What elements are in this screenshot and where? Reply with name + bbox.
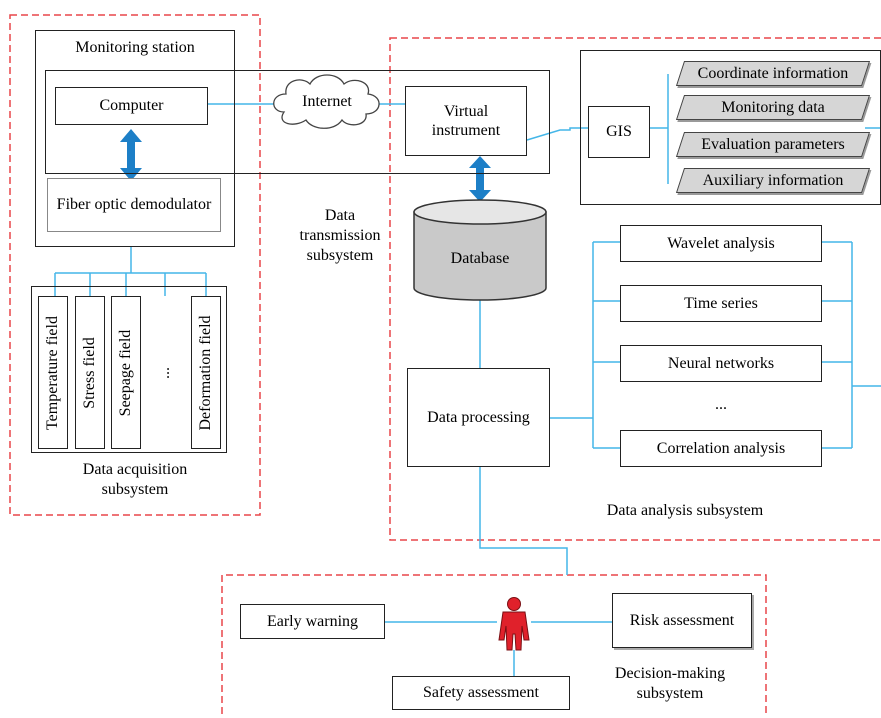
- more-fields-ellipsis: ...: [150, 296, 180, 449]
- safety-assessment-box: Safety assessment: [392, 676, 570, 710]
- method-more-ellipsis: ...: [715, 396, 727, 413]
- seepage-field: Seepage field: [111, 296, 141, 449]
- internet-label: Internet: [302, 93, 352, 110]
- decision-subsystem-label: Decision-making subsystem: [614, 665, 726, 702]
- acquisition-subsystem-label: Data acquisition subsystem: [82, 461, 188, 498]
- computer-box: Computer: [55, 87, 208, 125]
- transmission-frame: [45, 70, 550, 174]
- arrow-computer-demodulator: [120, 129, 142, 181]
- gis-item-evaluation-parameters: Evaluation parameters: [675, 132, 871, 157]
- stress-field: Stress field: [75, 296, 105, 449]
- monitoring-station-title: Monitoring station: [75, 39, 195, 56]
- data-processing-box: Data processing: [407, 368, 550, 467]
- risk-assessment-box: Risk assessment: [612, 593, 752, 648]
- method-time-series: Time series: [620, 285, 822, 322]
- gis-item-auxiliary-information: Auxiliary information: [675, 168, 871, 193]
- deformation-field: Deformation field: [191, 296, 221, 449]
- person-icon: [498, 597, 530, 651]
- line-processing-decision: [479, 467, 568, 575]
- acquisition-subsystem-frame: [9, 14, 261, 516]
- transmission-subsystem-label: Data transmission subsystem: [299, 207, 381, 264]
- virtual-instrument-box: Virtual instrument: [405, 86, 527, 156]
- database-cylinder-icon: [413, 199, 547, 301]
- gis-item-coordinate-information: Coordinate information: [675, 61, 871, 86]
- fiber-optic-demodulator-box: Fiber optic demodulator: [47, 178, 221, 232]
- fields-group-box: [31, 286, 227, 453]
- method-correlation-analysis: Correlation analysis: [620, 430, 822, 467]
- gis-item-monitoring-data: Monitoring data: [675, 95, 871, 120]
- method-wavelet-analysis: Wavelet analysis: [620, 225, 822, 262]
- early-warning-box: Early warning: [240, 604, 385, 639]
- temperature-field: Temperature field: [38, 296, 68, 449]
- analysis-subsystem-frame: [389, 37, 881, 541]
- database-label: Database: [450, 250, 510, 267]
- arrow-instrument-database: [469, 156, 491, 202]
- method-neural-networks: Neural networks: [620, 345, 822, 382]
- analysis-subsystem-label: Data analysis subsystem: [606, 502, 764, 519]
- gis-box: GIS: [588, 106, 650, 158]
- internet-cloud-icon: [273, 74, 380, 129]
- decision-subsystem-frame: [221, 574, 767, 714]
- monitoring-station-box: [35, 30, 235, 247]
